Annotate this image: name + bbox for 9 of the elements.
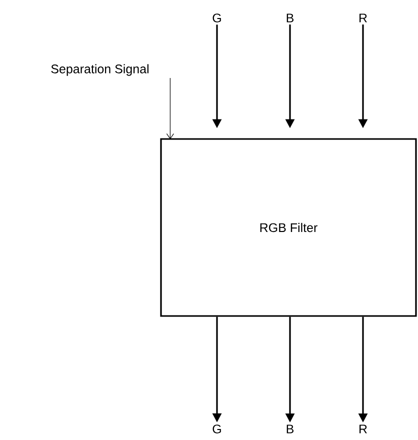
channel-label: R: [360, 424, 367, 434]
leader-line: [166, 78, 174, 140]
channel-label: B: [286, 14, 294, 22]
channel-label: G: [212, 14, 221, 22]
channel-label: R: [360, 14, 367, 22]
channel-label: B: [286, 424, 294, 434]
filter-box: RGB Filter: [160, 138, 417, 317]
channel-label: G: [212, 424, 221, 434]
signal-label: Separation Signal: [51, 64, 148, 76]
